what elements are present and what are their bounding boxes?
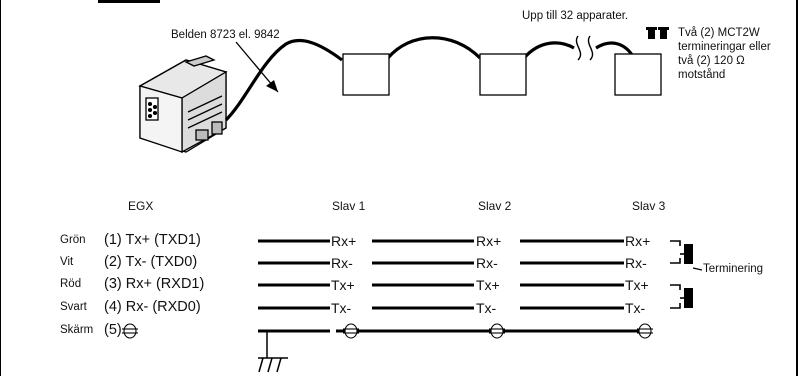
egx-signal-label: (5) — [104, 322, 122, 338]
slave-box-1 — [342, 53, 390, 96]
cable-segment — [522, 41, 575, 60]
slav3-signal-label: Tx- — [625, 300, 646, 316]
wire-color-label: Röd — [60, 278, 82, 290]
slav2-signal-label: Tx- — [476, 300, 497, 316]
slav2-signal-label: Tx+ — [476, 277, 500, 293]
ground-icon — [258, 331, 288, 373]
shield-icons — [122, 323, 653, 339]
cable-break-icon — [575, 35, 594, 61]
termination-label: Terminering — [703, 263, 764, 275]
wire-color-label: Grön — [60, 234, 86, 246]
cable-pointer-arrow — [235, 41, 279, 93]
column-header-egx: EGX — [128, 199, 154, 213]
terminator-icon — [646, 27, 669, 39]
cable-type-label: Belden 8723 el. 9842 — [171, 29, 280, 41]
termination-note-1: Två (2) MCT2W — [678, 27, 760, 39]
egx-signal-label: (4) Rx- (RXD0) — [104, 299, 201, 315]
slav1-signal-label: Rx+ — [331, 233, 357, 249]
column-header-slav3: Slav 3 — [632, 199, 666, 213]
termination-resistor-2 — [684, 288, 693, 308]
shield-icon-slav1 — [343, 323, 359, 339]
slav3-signal-label: Rx- — [625, 255, 647, 271]
slave-box-2 — [479, 53, 527, 96]
column-header-slav1: Slav 1 — [332, 199, 366, 213]
device-count-label: Upp till 32 apparater. — [522, 10, 629, 22]
cable-segment — [386, 36, 482, 60]
egx-device-icon — [138, 55, 228, 154]
shield-icon-egx — [122, 323, 138, 339]
bus-cable — [224, 38, 343, 122]
wire-color-label: Svart — [60, 301, 87, 313]
termination-note-2: termineringar eller — [678, 41, 771, 53]
termination-leader — [692, 267, 703, 271]
egx-signal-label: (3) Rx+ (RXD1) — [104, 276, 205, 292]
termination-links — [670, 240, 681, 309]
wire-color-label: Skärm — [60, 324, 94, 336]
slav1-signal-label: Tx- — [331, 300, 352, 316]
slav2-signal-label: Rx- — [476, 255, 498, 271]
wire-color-label: Vit — [60, 256, 74, 268]
egx-signal-label: (2) Tx- (TXD0) — [104, 254, 198, 270]
heading-fragment — [98, 0, 160, 3]
termination-resistor-1 — [684, 244, 693, 264]
slav1-signal-label: Rx- — [331, 255, 353, 271]
termination-note-4: motstånd — [678, 69, 726, 81]
slav3-signal-label: Rx+ — [625, 233, 651, 249]
slav2-signal-label: Rx+ — [476, 233, 502, 249]
termination-note-3: två (2) 120 Ω — [678, 55, 745, 67]
egx-signal-label: (1) Tx+ (TXD1) — [104, 232, 201, 248]
signal-wires — [258, 239, 624, 333]
slav1-signal-label: Tx+ — [331, 277, 355, 293]
shield-icon-slav2 — [489, 323, 505, 339]
slav3-signal-label: Tx+ — [625, 277, 649, 293]
slave-box-3 — [614, 53, 662, 96]
column-header-slav2: Slav 2 — [478, 199, 512, 213]
shield-icon-slav3 — [637, 323, 653, 339]
